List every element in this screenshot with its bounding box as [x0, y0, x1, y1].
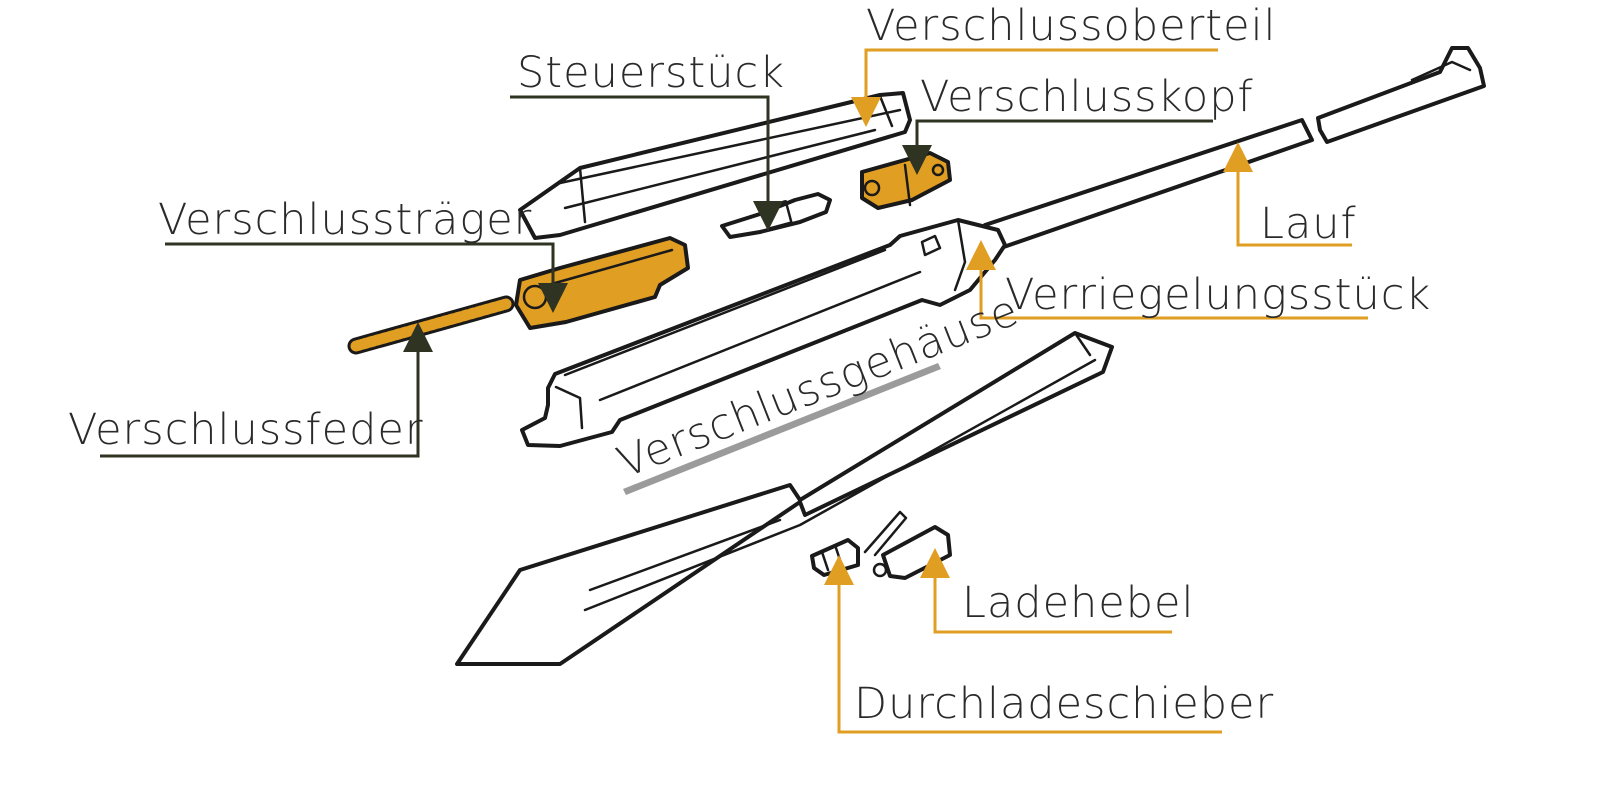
- leader-verschlussfeder: [100, 322, 433, 458]
- part-verschlussfeder: [347, 295, 515, 355]
- part-verschlusstraeger: [514, 236, 690, 330]
- leader-steuerstueck: [510, 95, 783, 231]
- label-ladehebel: Ladehebel: [962, 578, 1194, 628]
- part-steuerstueck: [720, 192, 832, 239]
- label-lauf: Lauf: [1260, 199, 1357, 249]
- leader-verschlusskopf: [902, 119, 1213, 175]
- leader-verriegelungsstueck: [966, 240, 1368, 320]
- leader-ladehebel: [920, 548, 1172, 634]
- part-ladehebel: [863, 510, 952, 580]
- part-verschlussgehaeuse: [520, 218, 1007, 448]
- part-durchladeschieber: [810, 538, 860, 577]
- label-verschlussoberteil: Verschlussoberteil: [866, 1, 1276, 51]
- leader-durchladeschieber: [824, 555, 1222, 734]
- label-verschlussfeder: Verschlussfeder: [68, 405, 424, 455]
- part-verschlusskopf: [860, 151, 952, 210]
- label-verriegelungsstueck: Verriegelungsstück: [1005, 270, 1431, 320]
- label-durchladeschieber: Durchladeschieber: [854, 679, 1274, 729]
- caption-bar-verschlussgehaeuse: [623, 363, 941, 495]
- label-steuerstueck: Steuerstück: [517, 48, 785, 98]
- label-verschlusskopf: Verschlusskopf: [920, 72, 1254, 122]
- leader-verschlussoberteil: [851, 48, 1218, 127]
- part-handschutz: [455, 331, 1114, 666]
- leader-lauf: [1223, 142, 1352, 247]
- part-verschlussoberteil: [518, 91, 912, 240]
- leader-verschlusstraeger: [165, 242, 568, 313]
- label-verschlusstraeger: Verschlussträger: [158, 195, 532, 245]
